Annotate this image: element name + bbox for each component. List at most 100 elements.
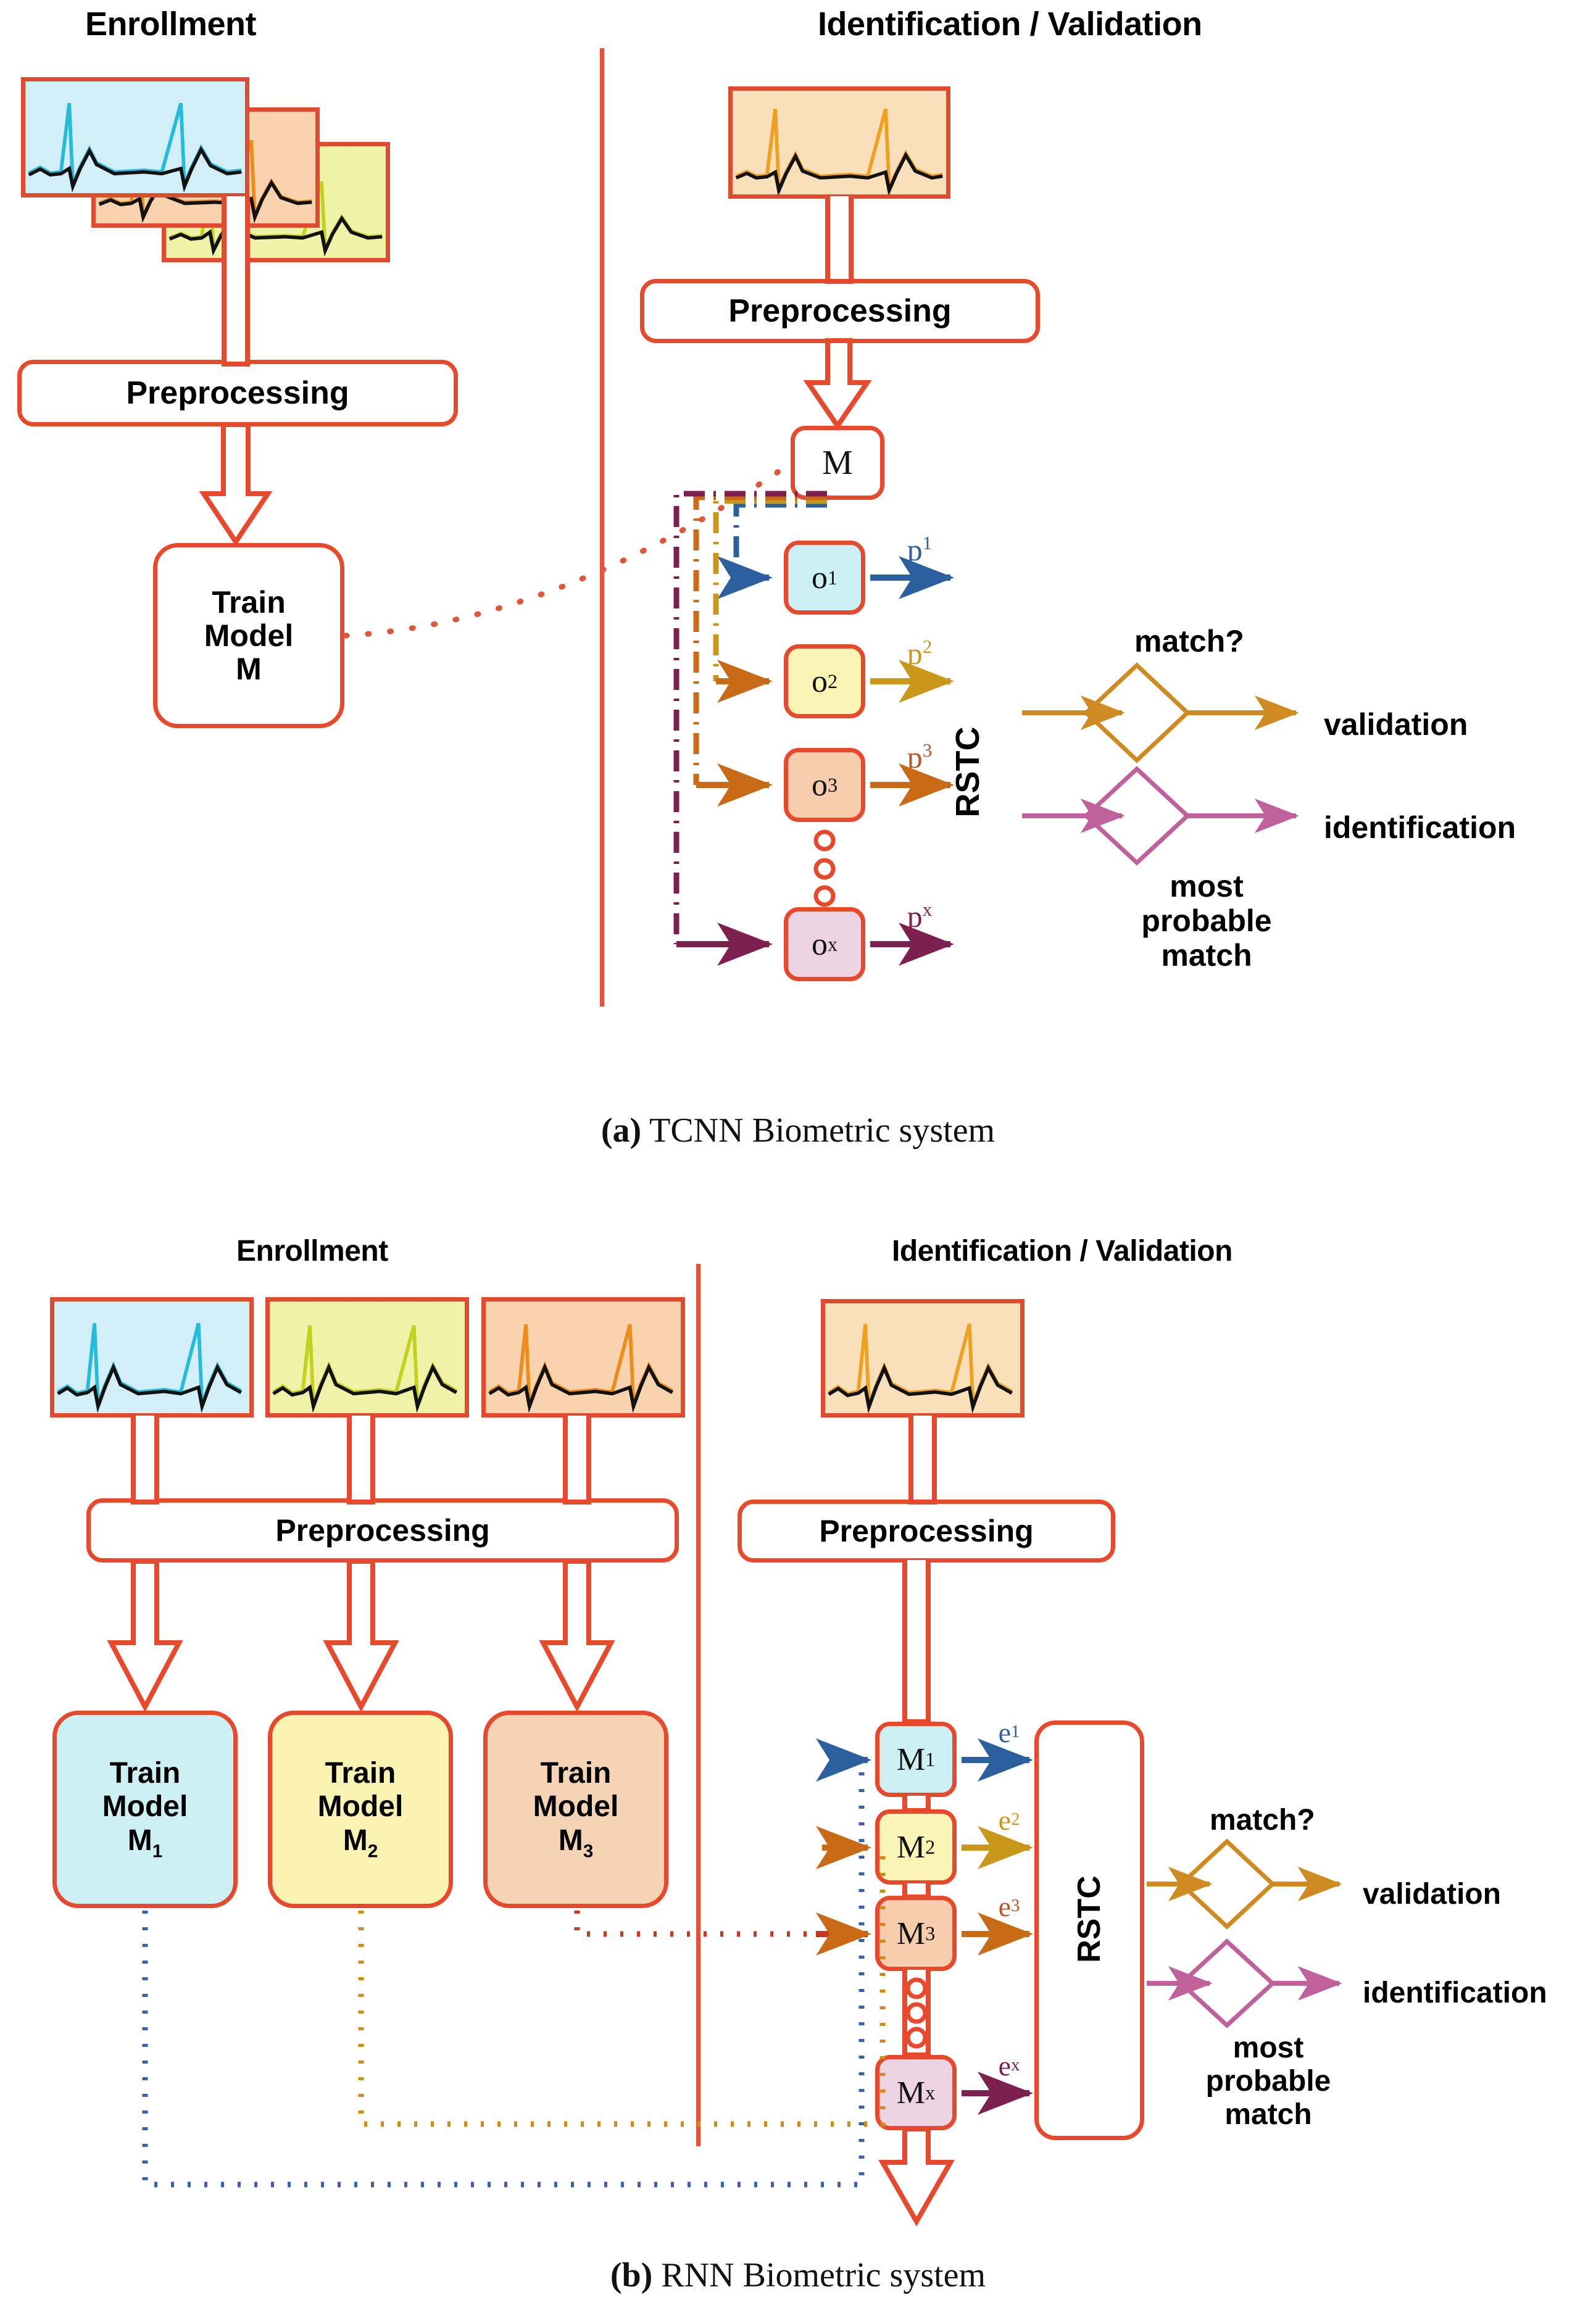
panel-b-train-model-label-2: Train Model M2 xyxy=(268,1711,453,1908)
panel-b-most-probable-match-label: most probable match xyxy=(1166,2032,1370,2132)
prob-sub-1: 1 xyxy=(922,532,933,554)
panel-a-model-node-box xyxy=(791,426,884,500)
panel-a-model-node-label: M xyxy=(822,444,853,482)
output-sub-x: x xyxy=(827,932,838,955)
tm1-line-1: Train xyxy=(109,1756,181,1790)
mpm-line-3: match xyxy=(1161,938,1252,973)
panel-a-identification-title: Identification / Validation xyxy=(818,6,1202,43)
prob-sub-2: 2 xyxy=(922,636,933,657)
tm1-sub: 1 xyxy=(152,1841,163,1862)
tm3-line-3: M3 xyxy=(559,1824,594,1862)
panel-b-rstc-box xyxy=(1034,1720,1144,2140)
panel-b-validation-flow xyxy=(1147,1838,1342,1930)
panel-a-caption-text: TCNN Biometric system xyxy=(641,1111,995,1150)
output-name-x: o xyxy=(811,926,828,962)
mnode-name-3: M xyxy=(896,1915,926,1951)
panel-a-output-box-x xyxy=(784,907,865,981)
train-model-line-3: M xyxy=(236,652,262,686)
tm3-line-2: Model xyxy=(533,1790,619,1824)
panel-b-model-dotted-links xyxy=(142,1738,886,2188)
panel-b-train-model-label-1: Train Model M1 xyxy=(52,1711,238,1908)
panel-b-model-node-box-1 xyxy=(875,1722,957,1797)
mnode-sub-3: 3 xyxy=(925,1922,936,1945)
mpm-line-1: most xyxy=(1170,869,1244,903)
panel-b-model-node-box-2 xyxy=(875,1809,957,1885)
tm3-line-1: Train xyxy=(540,1756,612,1790)
b-mpm-line-1: most xyxy=(1232,2032,1304,2064)
panel-a-output-box-3 xyxy=(784,748,865,822)
panel-b-identification-flow xyxy=(1147,1938,1342,2028)
prob-sub-3: 3 xyxy=(922,739,933,761)
b-mpm-line-2: probable xyxy=(1205,2065,1331,2098)
panel-a-train-model-box xyxy=(153,543,344,728)
tm1-m: M xyxy=(127,1824,152,1857)
emb-sub-3: 3 xyxy=(1011,1896,1020,1915)
mnode-sub-1: 1 xyxy=(925,1748,936,1770)
mnode-sub-2: 2 xyxy=(925,1835,936,1858)
panel-b-caption-text: RNN Biometric system xyxy=(652,2256,986,2294)
panel-a-identification-label: identification xyxy=(1324,810,1516,845)
panel-b-train-model-box-2 xyxy=(268,1711,453,1908)
mnode-name-2: M xyxy=(896,1829,926,1865)
panel-a-caption-prefix: (a) xyxy=(601,1111,642,1150)
tm3-m: M xyxy=(558,1824,583,1857)
mnode-name-x: M xyxy=(896,2075,926,2111)
panel-b-preprocessing-box xyxy=(86,1498,679,1563)
panel-a-identification-flow xyxy=(1022,766,1299,866)
train-model-line-1: Train xyxy=(212,585,286,620)
panel-b-caption: (b) RNN Biometric system xyxy=(0,2256,1596,2295)
panel-b-train-model-box-1 xyxy=(52,1711,238,1908)
panel-b-block-arrows xyxy=(107,1416,955,2227)
output-name-1: o xyxy=(811,560,828,596)
panel-a-validation-flow xyxy=(1022,662,1299,763)
emb-sub-x: x xyxy=(1011,2056,1020,2075)
panel-b-validation-label: validation xyxy=(1363,1878,1502,1911)
emb-sub-1: 1 xyxy=(1011,1722,1020,1741)
panel-a-ecg-card-1 xyxy=(21,77,249,197)
panel-b-divider xyxy=(696,1264,700,2146)
panel-b-match-label: match? xyxy=(1210,1804,1315,1837)
emb-sub-2: 2 xyxy=(1011,1810,1020,1829)
panel-b-identification-title: Identification / Validation xyxy=(892,1235,1232,1268)
panel-a-ellipsis-icon xyxy=(813,829,836,907)
panel-b-train-model-box-3 xyxy=(483,1711,668,1908)
mnode-sub-x: x xyxy=(925,2081,936,2104)
panel-a-validation-label: validation xyxy=(1324,707,1468,742)
panel-a-probe-ecg xyxy=(728,86,950,199)
tm2-line-3: M2 xyxy=(343,1824,378,1862)
panel-a-output-box-1 xyxy=(784,541,865,615)
panel-b-probe-ecg xyxy=(821,1299,1025,1417)
output-sub-2: 2 xyxy=(827,670,838,692)
panel-b-enroll-ecg-1 xyxy=(50,1297,254,1417)
panel-b-enroll-ecg-2 xyxy=(265,1297,469,1417)
tm2-m: M xyxy=(343,1824,368,1857)
panel-a-most-probable-match-label: most probable match xyxy=(1105,869,1308,973)
output-name-2: o xyxy=(811,663,828,699)
panel-a-distribution-bus xyxy=(673,491,827,966)
b-mpm-line-3: match xyxy=(1224,2098,1312,2131)
panel-a-model-dotted-link xyxy=(343,464,788,639)
prob-sub-x: x xyxy=(922,899,933,920)
output-name-3: o xyxy=(811,767,828,803)
panel-a-caption: (a) TCNN Biometric system xyxy=(0,1111,1596,1150)
panel-b-embedding-arrows xyxy=(962,1738,1034,2115)
panel-a-train-model-label: Train Model M xyxy=(153,543,344,728)
tm2-line-2: Model xyxy=(317,1790,404,1824)
panel-b-enroll-ecg-3 xyxy=(481,1297,685,1417)
mpm-line-2: probable xyxy=(1141,903,1272,938)
panel-b-train-model-label-3: Train Model M3 xyxy=(483,1711,668,1908)
panel-b-caption-prefix: (b) xyxy=(610,2256,653,2294)
output-sub-1: 1 xyxy=(827,566,838,589)
tm1-line-2: Model xyxy=(102,1790,188,1824)
panel-a-probability-arrows xyxy=(870,556,955,966)
panel-a-enrollment-title: Enrollment xyxy=(85,6,257,43)
